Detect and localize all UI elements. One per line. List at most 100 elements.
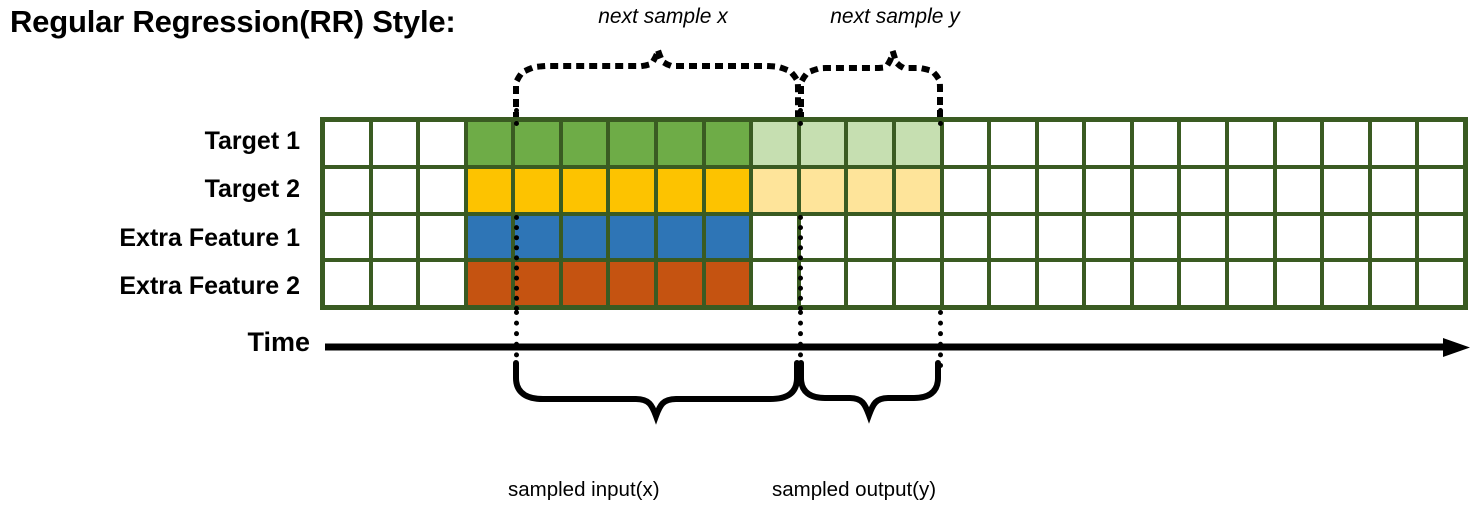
grid-cell-empty [1276,262,1321,305]
grid-cell-empty [1324,122,1368,165]
row-label-extra-feature-1: Extra Feature 1 [119,214,300,262]
grid-cell-output [800,168,845,212]
guide-line-input-start-low [514,310,519,368]
grid-cell-empty [991,215,1035,259]
grid-cell-empty [325,262,369,305]
grid-cell-input [515,168,559,212]
label-next-sample-x: next sample x [598,5,728,28]
grid-cell-empty [1419,262,1463,305]
guide-line-sample-split-mid [798,215,803,311]
grid-cell-empty [1133,215,1178,259]
row-label-target-1: Target 1 [205,117,300,165]
grid-cell-empty [420,168,464,212]
grid-cell-empty [1228,122,1273,165]
grid-cell-empty [1133,262,1178,305]
grid-row [325,122,1463,165]
grid-cell-input [658,122,702,165]
grid-cell-empty [372,168,417,212]
grid-cell-empty [1038,122,1083,165]
guide-line-output-end-low [938,310,943,368]
brace-sampled-output [798,360,941,424]
grid-cell-empty [1086,168,1130,212]
grid-cell-empty [1324,168,1368,212]
grid-cell-empty [1228,215,1273,259]
grid-cell-empty [1276,215,1321,259]
brace-sampled-input [513,360,800,425]
grid-cell-empty [1086,215,1130,259]
grid-cell-empty [943,215,988,259]
grid-cell-output [753,122,797,165]
grid-cell-empty [1419,168,1463,212]
row-label-column: Target 1 Target 2 Extra Feature 1 Extra … [0,117,310,310]
guide-line-input-start [514,108,519,126]
grid-cell-input [610,168,655,212]
grid-cell-empty [991,262,1035,305]
grid-row [325,262,1463,305]
grid-cell-empty [372,122,417,165]
grid-row [325,168,1463,212]
grid-cell-empty [1086,122,1130,165]
annotation-sampled-input: sampled input(x) lookback=6 input_featur… [508,421,702,516]
grid-cell-input [658,215,702,259]
grid-cell-output [895,168,940,212]
timeline-grid [320,117,1468,310]
grid-cell-empty [420,215,464,259]
row-label-target-2: Target 2 [205,165,300,213]
grid-cell-empty [420,122,464,165]
grid-cell-empty [1181,168,1225,212]
grid-cell-empty [991,122,1035,165]
grid-cell-empty [800,215,845,259]
grid-cell-input [610,262,655,305]
grid-cell-empty [1038,262,1083,305]
grid-cell-input [610,122,655,165]
grid-cell-output [848,122,892,165]
grid-cell-empty [1371,215,1416,259]
guide-line-sample-split [798,108,803,126]
grid-cell-input [562,168,607,212]
grid-cell-empty [1419,215,1463,259]
grid-cell-empty [1038,168,1083,212]
grid-cell-output [753,168,797,212]
page-title: Regular Regression(RR) Style: [10,4,456,39]
row-label-text: Target 2 [204,174,300,203]
guide-line-sample-split-low [798,310,803,368]
grid-cell-input [467,262,512,305]
grid-cell-empty [1228,262,1273,305]
grid-cell-input [515,215,559,259]
grid-cell-empty [1181,215,1225,259]
dotted-brace-next-y [798,41,943,120]
grid-cell-empty [1038,215,1083,259]
grid-cell-empty [848,262,892,305]
grid-cell-input [705,122,750,165]
grid-cell-output [895,122,940,165]
grid-cell-input [467,215,512,259]
grid-cell-empty [1371,122,1416,165]
dotted-brace-next-x [513,39,801,120]
grid-cell-input [562,262,607,305]
row-label-text: Extra Feature 1 [119,223,300,252]
grid-cell-input [515,122,559,165]
grid-cell-empty [1228,168,1273,212]
grid-cell-input [705,168,750,212]
guide-line-output-end [938,108,943,126]
grid-cell-empty [1086,262,1130,305]
grid-cell-input [515,262,559,305]
grid-cell-input [562,215,607,259]
guide-line-input-start-mid [514,215,519,311]
grid-cell-empty [1371,262,1416,305]
row-label-extra-feature-2: Extra Feature 2 [119,262,300,310]
grid-cell-input [467,122,512,165]
grid-cell-empty [325,122,369,165]
grid-cell-input [658,168,702,212]
grid-cell-empty [1276,168,1321,212]
grid-cell-empty [325,168,369,212]
annotation-sampled-output: sampled output(y) horizon=4 output_featu… [772,421,979,516]
row-label-text: Extra Feature 2 [119,271,300,300]
row-label-text: Target 1 [204,126,300,155]
time-axis-arrow [325,338,1470,357]
grid-cell-empty [420,262,464,305]
grid-cell-empty [991,168,1035,212]
annotation-input-line-1: sampled input(x) [508,477,660,501]
grid-cell-empty [1324,262,1368,305]
